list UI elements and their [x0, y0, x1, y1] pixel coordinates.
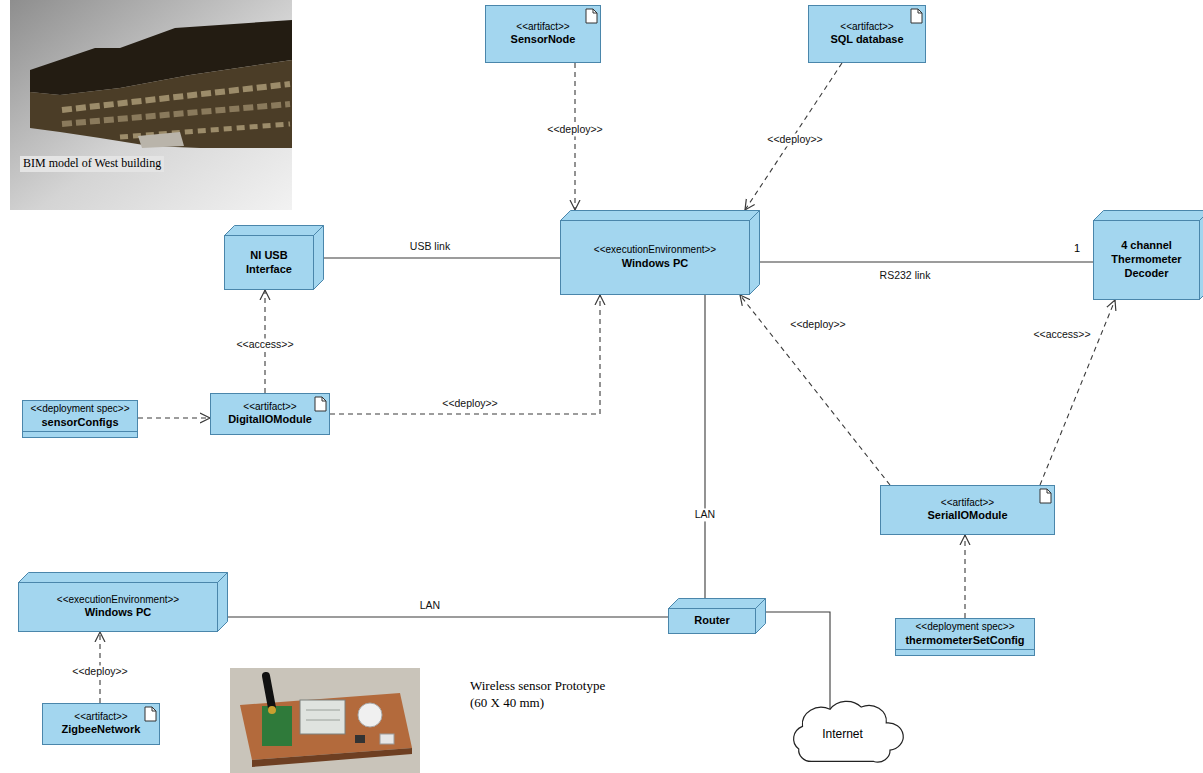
stereotype-text: <<executionEnvironment>>: [57, 594, 179, 607]
edge-label: <<deploy>>: [765, 133, 824, 146]
edge-label: <<deploy>>: [440, 397, 499, 410]
edge-label: LAN: [418, 599, 442, 612]
edge-label: <<access>>: [234, 338, 295, 351]
node-name: Windows PC: [622, 257, 689, 271]
edge-label: USB link: [408, 240, 452, 253]
execution-environment: <<executionEnvironment>>Windows PC: [560, 210, 760, 295]
bim-model-picture: [10, 0, 292, 210]
node-name: 4 channel Thermometer Decoder: [1097, 239, 1196, 280]
node-name: DigitalIOModule: [228, 413, 312, 427]
edge-label: LAN: [693, 508, 717, 521]
artifact-icon: [911, 9, 922, 23]
node-name: SerialIOModule: [927, 509, 1007, 523]
node-name: NI USB Interface: [228, 249, 310, 277]
edge-label: <<access>>: [1031, 328, 1092, 341]
sensor-prototype-photo: [230, 668, 420, 773]
stereotype-text: <<executionEnvironment>>: [594, 244, 716, 257]
dependency-arrow: [745, 63, 842, 210]
stereotype-text: <<artifact>>: [840, 21, 893, 34]
communication-link: [704, 295, 705, 598]
dependency-arrow: [964, 535, 965, 618]
execution-environment: <<executionEnvironment>>Windows PC: [18, 572, 228, 632]
node-name: sensorConfigs: [41, 416, 118, 430]
node-name: thermometerSetConfig: [905, 634, 1024, 648]
internet-cloud: Internet: [780, 698, 905, 766]
picture-caption: Wireless sensor Prototype (60 X 40 mm): [470, 678, 620, 712]
communication-link: [228, 616, 668, 617]
dependency-arrow: [138, 417, 210, 418]
node-name: ZigbeeNetwork: [62, 723, 141, 737]
multiplicity: 1: [1074, 241, 1080, 255]
artifact-box: <<artifact>>ZigbeeNetwork: [42, 703, 160, 745]
artifact-box: <<artifact>>SerialIOModule: [880, 485, 1055, 535]
device-node: 4 channel Thermometer Decoder: [1093, 210, 1203, 300]
artifact-icon: [586, 9, 597, 23]
node-name: SensorNode: [511, 33, 576, 47]
communication-link: [766, 612, 830, 709]
picture-caption: BIM model of West building: [20, 156, 164, 172]
deployment-spec: <<deployment spec>>thermometerSetConfig: [895, 618, 1035, 656]
edge-label: <<deploy>>: [545, 123, 604, 136]
communication-link: [760, 261, 1093, 262]
artifact-icon: [1040, 489, 1051, 503]
device-node: Router: [668, 598, 766, 634]
artifact-box: <<artifact>>SQL database: [808, 5, 926, 63]
artifact-box: <<artifact>>DigitalIOModule: [210, 393, 330, 435]
stereotype-text: <<artifact>>: [243, 401, 296, 414]
node-name: Router: [694, 614, 729, 628]
node-name: SQL database: [830, 33, 903, 47]
artifact-icon: [145, 707, 156, 721]
device-node: NI USB Interface: [224, 225, 324, 290]
node-name: Internet: [822, 727, 863, 742]
dependency-arrow: [330, 295, 600, 414]
node-name: Windows PC: [85, 606, 152, 620]
edge-label: <<deploy>>: [788, 318, 847, 331]
stereotype-text: <<artifact>>: [74, 711, 127, 724]
stereotype-text: <<deployment spec>>: [31, 403, 130, 416]
stereotype-text: <<artifact>>: [941, 497, 994, 510]
edge-label: RS232 link: [878, 269, 933, 282]
artifact-box: <<artifact>>SensorNode: [485, 5, 601, 63]
deployment-spec: <<deployment spec>>sensorConfigs: [22, 400, 138, 438]
communication-link: [324, 257, 560, 258]
edge-label: <<deploy>>: [70, 665, 129, 678]
stereotype-text: <<artifact>>: [516, 21, 569, 34]
dependency-arrow: [740, 295, 890, 485]
artifact-icon: [315, 397, 326, 411]
stereotype-text: <<deployment spec>>: [916, 621, 1015, 634]
